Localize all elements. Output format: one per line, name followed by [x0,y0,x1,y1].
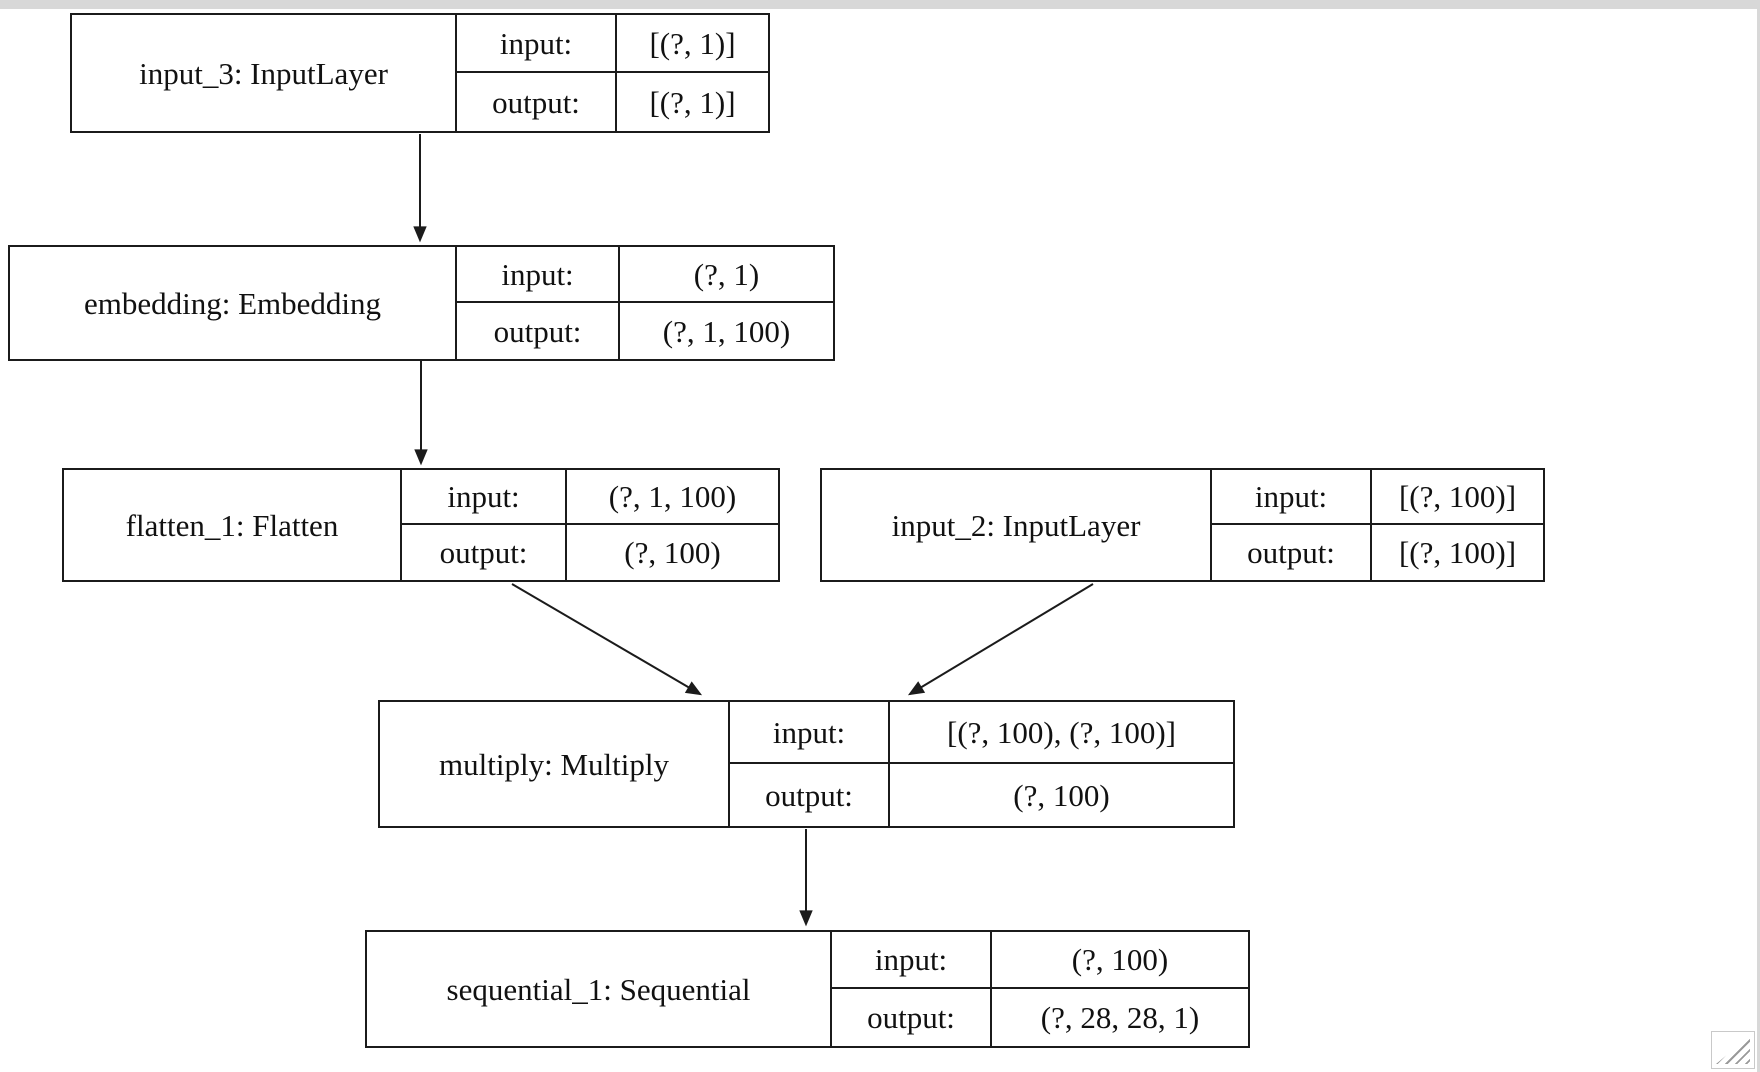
grip-lines [1716,1036,1750,1064]
layer-title: sequential_1: Sequential [367,932,832,1046]
input-label: input: [457,15,617,73]
input-label: input: [730,702,890,764]
input-label: input: [832,932,992,989]
input-label: input: [1212,470,1372,525]
layer-title: multiply: Multiply [380,702,730,826]
input-label: input: [457,247,620,303]
output-shape: (?, 28, 28, 1) [1040,1000,1200,1035]
output-label: output: [832,989,992,1046]
output-label: output: [1212,525,1372,580]
output-label: output: [457,303,620,359]
layer-title: input_3: InputLayer [72,15,457,131]
layer-title: flatten_1: Flatten [64,470,402,580]
layer-node-embedding: embedding: Embedding input: (?, 1) outpu… [8,245,835,361]
layer-node-flatten_1: flatten_1: Flatten input: (?, 1, 100) ou… [62,468,780,582]
output-label: output: [730,764,890,826]
layer-node-input_3: input_3: InputLayer input: [(?, 1)] outp… [70,13,770,133]
output-shape: [(?, 1)] [649,84,736,120]
input-shape: (?, 1) [620,247,833,303]
input-shape: (?, 1, 100) [567,470,778,525]
layer-title: embedding: Embedding [10,247,457,359]
output-shape: (?, 100) [624,535,721,570]
layer-node-sequential_1: sequential_1: Sequential input: (?, 100)… [365,930,1250,1048]
input-label: input: [402,470,567,525]
layer-node-multiply: multiply: Multiply input: [(?, 100), (?,… [378,700,1235,828]
input-shape: [(?, 100), (?, 100)] [890,702,1233,764]
window-right-strip [1757,9,1760,1072]
layer-title: input_2: InputLayer [822,470,1212,580]
input-shape: (?, 100) [992,932,1248,989]
input-shape: [(?, 100)] [1372,470,1543,525]
output-shape: [(?, 100)] [1398,535,1517,570]
output-label: output: [402,525,567,580]
edge-input_2-to-multiply [907,583,1094,696]
resize-grip-icon[interactable] [1711,1031,1755,1069]
input-shape: [(?, 1)] [617,15,768,73]
window-top-strip [0,0,1760,9]
output-label: output: [457,73,617,131]
layer-node-input_2: input_2: InputLayer input: [(?, 100)] ou… [820,468,1545,582]
edge-flatten_1-to-multiply [511,583,703,696]
output-shape: (?, 1, 100) [662,313,791,349]
output-shape: (?, 100) [1013,777,1110,813]
